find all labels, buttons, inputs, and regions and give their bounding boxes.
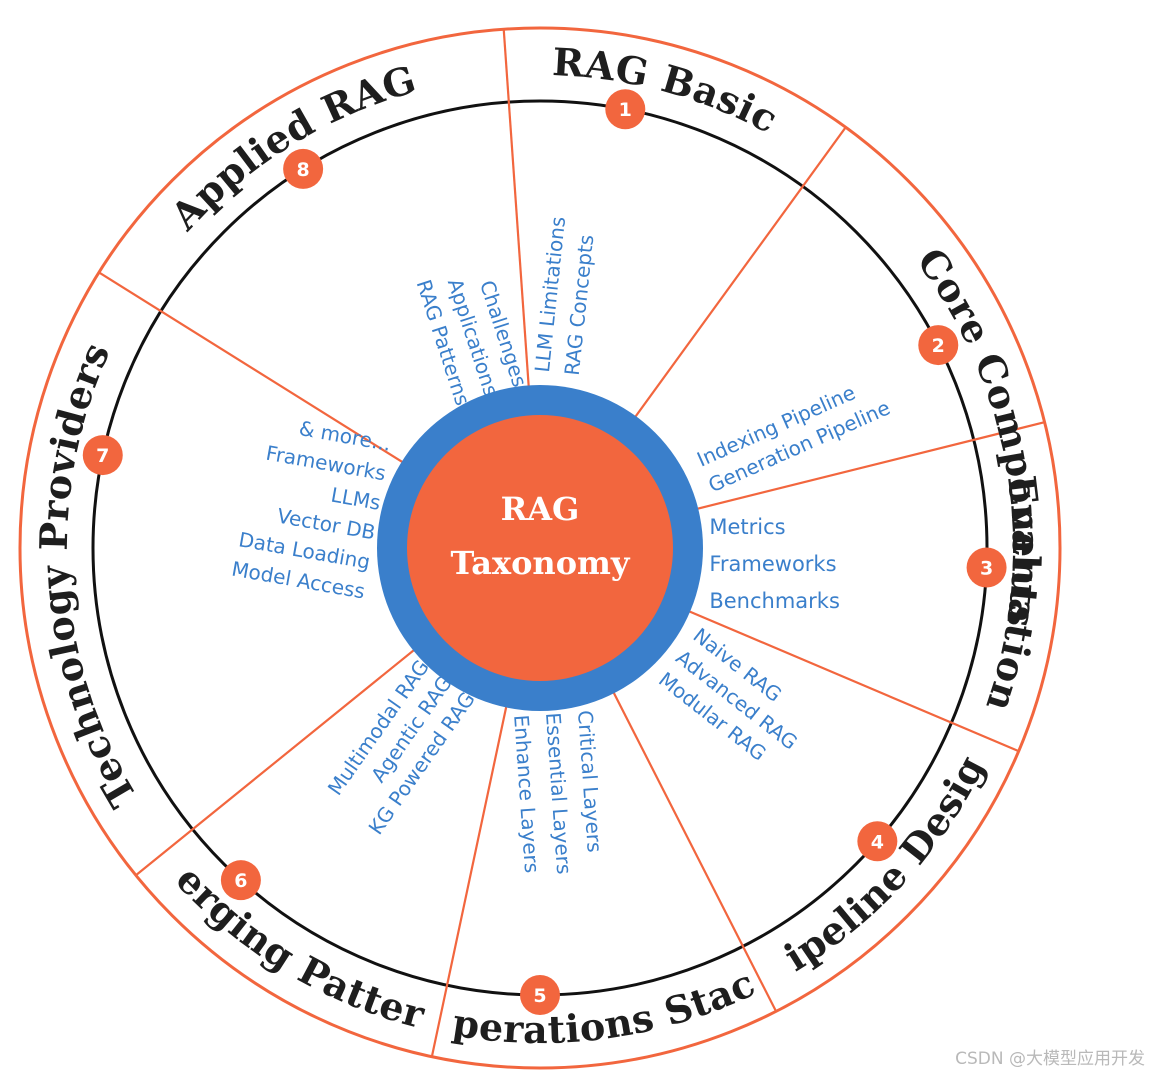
section-badge-number-3: 3 — [980, 557, 993, 579]
section-title-text-8: Applied RAG — [161, 56, 421, 239]
section-badge-2 — [918, 325, 959, 366]
section-badge-number-2: 2 — [932, 335, 945, 357]
section-divider-6 — [430, 684, 512, 1057]
section-title-text-7: Technology Providers — [31, 336, 145, 816]
section-badge-number-4: 4 — [871, 831, 884, 853]
section-7-item-4: LLMs — [329, 483, 382, 515]
section-badge-7 — [82, 435, 123, 476]
watermark-text: CSDN @大模型应用开发 — [955, 1049, 1145, 1069]
section-badge-3 — [966, 547, 1007, 588]
section-title-text-3: Evaluation — [977, 473, 1048, 717]
section-5-item-2: Essential Layers — [541, 712, 576, 875]
section-3-item-3: Benchmarks — [709, 589, 840, 613]
section-3-item-2: Frameworks — [709, 552, 836, 576]
section-divider-3 — [675, 421, 1045, 516]
section-badge-number-8: 8 — [297, 159, 310, 181]
section-title-7: Technology Providers — [31, 336, 146, 816]
section-divider-2 — [621, 126, 847, 436]
section-title-8: Applied RAG — [161, 56, 421, 239]
section-badge-4 — [857, 821, 898, 862]
center-disc — [407, 415, 673, 681]
section-badge-1 — [605, 89, 646, 130]
section-5-item-3: Enhance Layers — [509, 714, 544, 874]
section-divider-7 — [135, 635, 432, 877]
section-divider-4 — [668, 601, 1020, 753]
section-badge-number-6: 6 — [234, 870, 247, 892]
section-badge-number-1: 1 — [619, 99, 632, 121]
section-divider-1 — [502, 29, 532, 409]
section-divider-8 — [98, 271, 422, 475]
section-divider-5 — [602, 672, 778, 1012]
section-5-item-1: Critical Layers — [573, 709, 607, 853]
section-badge-5 — [520, 975, 560, 1015]
section-badge-8 — [283, 148, 324, 189]
center-title-line2: Taxonomy — [451, 544, 631, 582]
section-badge-number-5: 5 — [533, 985, 546, 1007]
section-badge-number-7: 7 — [96, 445, 109, 467]
center-title-line1: RAG — [501, 490, 580, 528]
outer-ring — [18, 26, 1062, 1070]
section-3-item-1: Metrics — [709, 515, 785, 539]
section-badge-6 — [220, 860, 261, 901]
section-title-3: Evaluation — [977, 473, 1049, 717]
